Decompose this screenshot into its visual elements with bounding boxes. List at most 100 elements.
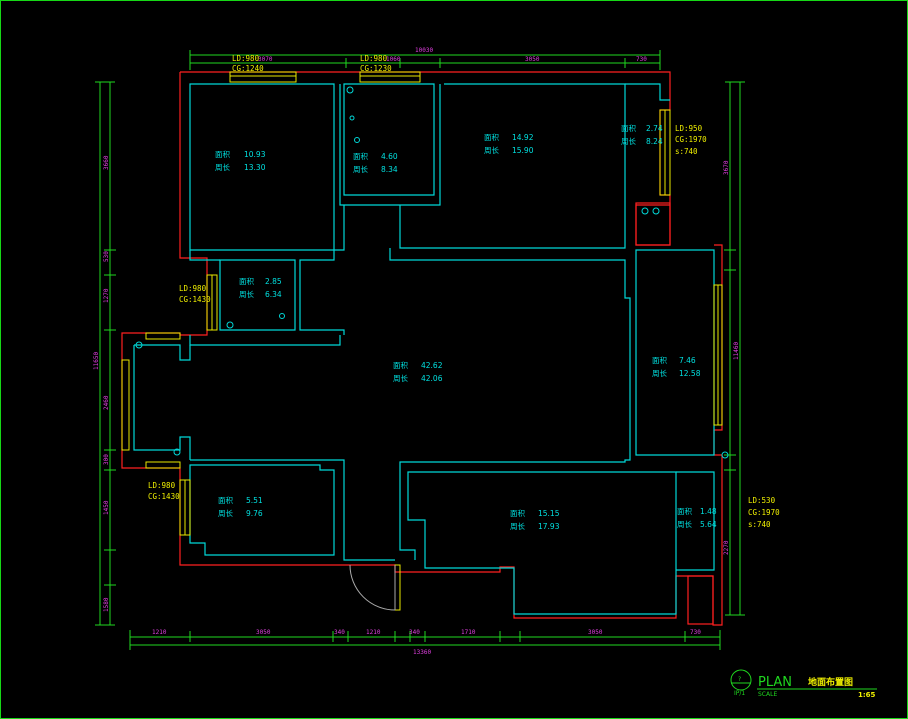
svg-text:17.93: 17.93 bbox=[538, 522, 560, 531]
svg-text:15.90: 15.90 bbox=[512, 146, 534, 155]
section-symbol-icon bbox=[730, 669, 752, 691]
dim-right-2: 11460 bbox=[733, 342, 740, 360]
svg-text:面积: 面积 bbox=[484, 132, 499, 142]
scale-word: SCALE bbox=[758, 691, 777, 698]
svg-text:4.60: 4.60 bbox=[381, 152, 398, 161]
svg-text:周长: 周长 bbox=[239, 289, 254, 299]
svg-text:周长: 周长 bbox=[218, 508, 233, 518]
svg-text:42.06: 42.06 bbox=[421, 374, 443, 383]
dim-bottom-total: 13360 bbox=[413, 649, 431, 656]
window-annotations: LD:980 CG:1240 LD:980 CG:1230 LD:950 CG:… bbox=[148, 54, 780, 529]
plan-name: 地面布置图 bbox=[808, 676, 853, 688]
outer-walls bbox=[121, 71, 723, 626]
svg-text:2.85: 2.85 bbox=[265, 277, 282, 286]
svg-text:周长: 周长 bbox=[652, 368, 667, 378]
svg-text:周长: 周长 bbox=[484, 145, 499, 155]
dim-top-4: 730 bbox=[636, 56, 647, 63]
svg-text:周长: 周长 bbox=[215, 162, 230, 172]
svg-text:12.58: 12.58 bbox=[679, 369, 701, 378]
dim-bottom-8: 730 bbox=[690, 629, 701, 636]
window-annotation-right-top: LD:950 CG:1970 s:740 bbox=[675, 124, 707, 156]
dim-right-3: 2270 bbox=[723, 540, 730, 555]
svg-text:LD:980: LD:980 bbox=[360, 54, 388, 63]
room-label-closet-ne: 面积 2.74 周长 8.24 bbox=[621, 123, 663, 146]
dimension-lines bbox=[95, 50, 745, 650]
svg-text:s:740: s:740 bbox=[675, 147, 698, 156]
svg-text:13.30: 13.30 bbox=[244, 163, 266, 172]
window-annotation-top-mid: LD:980 CG:1230 bbox=[360, 54, 392, 73]
svg-text:CG:1430: CG:1430 bbox=[179, 295, 211, 304]
room-label-bedroom-s: 面积 15.15 周长 17.93 bbox=[510, 508, 560, 531]
svg-text:面积: 面积 bbox=[510, 508, 525, 518]
svg-text:面积: 面积 bbox=[353, 151, 368, 161]
svg-text:CG:1970: CG:1970 bbox=[675, 135, 707, 144]
svg-text:1.48: 1.48 bbox=[700, 507, 717, 516]
room-label-living: 面积 42.62 周长 42.06 bbox=[393, 360, 443, 383]
svg-text:7.46: 7.46 bbox=[679, 356, 696, 365]
dim-left-4: 2460 bbox=[103, 395, 110, 410]
room-label-bath-w: 面积 2.85 周长 6.34 bbox=[239, 276, 282, 299]
svg-text:周长: 周长 bbox=[510, 521, 525, 531]
room-labels: 面积 10.93 周长 13.30 面积 4.60 周长 8.34 面积 14.… bbox=[215, 123, 717, 531]
svg-text:周长: 周长 bbox=[677, 519, 692, 529]
dim-left-1: 3660 bbox=[103, 155, 110, 170]
svg-text:10.93: 10.93 bbox=[244, 150, 266, 159]
dim-top-3: 3050 bbox=[525, 56, 540, 63]
dim-left-7: 1580 bbox=[103, 597, 110, 612]
svg-text:面积: 面积 bbox=[652, 355, 667, 365]
room-label-closet-se: 面积 1.48 周长 5.64 bbox=[677, 506, 717, 529]
svg-text:LD:530: LD:530 bbox=[748, 496, 776, 505]
svg-text:周长: 周长 bbox=[353, 164, 368, 174]
plan-title: PLAN bbox=[758, 675, 792, 690]
room-label-bath-n: 面积 4.60 周长 8.34 bbox=[353, 151, 398, 174]
inner-walls bbox=[133, 83, 715, 615]
svg-text:周长: 周长 bbox=[393, 373, 408, 383]
svg-text:LD:980: LD:980 bbox=[148, 481, 176, 490]
room-label-room-sw: 面积 5.51 周长 9.76 bbox=[218, 495, 263, 518]
room-label-room-e: 面积 7.46 周长 12.58 bbox=[652, 355, 701, 378]
svg-text:8.24: 8.24 bbox=[646, 137, 663, 146]
dim-bottom-6: 1710 bbox=[461, 629, 476, 636]
symbol-ref: IP/1 bbox=[734, 690, 745, 697]
dim-top-1: 3070 bbox=[258, 56, 273, 63]
window-annotation-bottom-left: LD:980 CG:1430 bbox=[148, 481, 180, 501]
svg-text:8.34: 8.34 bbox=[381, 165, 398, 174]
svg-text:LD:950: LD:950 bbox=[675, 124, 703, 133]
dim-bottom-3: 340 bbox=[334, 629, 345, 636]
windows bbox=[121, 71, 723, 611]
svg-text:5.51: 5.51 bbox=[246, 496, 263, 505]
dim-bottom-5: 340 bbox=[409, 629, 420, 636]
svg-text:LD:980: LD:980 bbox=[179, 284, 207, 293]
svg-text:面积: 面积 bbox=[677, 506, 692, 516]
svg-text:s:740: s:740 bbox=[748, 520, 771, 529]
svg-text:15.15: 15.15 bbox=[538, 509, 560, 518]
fixtures bbox=[135, 86, 729, 459]
svg-text:LD:980: LD:980 bbox=[232, 54, 260, 63]
dimension-text: 10030 3070 1060 3050 730 13360 1210 3050… bbox=[93, 47, 740, 656]
window-annotation-top-left: LD:980 CG:1240 bbox=[232, 54, 264, 73]
dim-left-3: 1270 bbox=[103, 288, 110, 303]
dim-left-5: 300 bbox=[103, 454, 110, 465]
svg-text:42.62: 42.62 bbox=[421, 361, 443, 370]
room-label-bedroom-nw: 面积 10.93 周长 13.30 bbox=[215, 149, 266, 172]
dim-bottom-4: 1210 bbox=[366, 629, 381, 636]
entry-door bbox=[349, 564, 396, 611]
dim-top-total: 10030 bbox=[415, 47, 433, 54]
svg-text:2.74: 2.74 bbox=[646, 124, 663, 133]
window-annotation-left: LD:980 CG:1430 bbox=[179, 284, 211, 304]
symbol-number: ? bbox=[738, 676, 741, 683]
dim-bottom-7: 3050 bbox=[588, 629, 603, 636]
dim-bottom-2: 3050 bbox=[256, 629, 271, 636]
svg-text:5.64: 5.64 bbox=[700, 520, 717, 529]
dim-left-2: 530 bbox=[103, 251, 110, 262]
dim-top-2: 1060 bbox=[386, 56, 401, 63]
svg-text:CG:1240: CG:1240 bbox=[232, 64, 264, 73]
svg-text:面积: 面积 bbox=[393, 360, 408, 370]
svg-text:面积: 面积 bbox=[621, 123, 636, 133]
room-label-bedroom-n: 面积 14.92 周长 15.90 bbox=[484, 132, 534, 155]
svg-text:CG:1230: CG:1230 bbox=[360, 64, 392, 73]
dim-left-total: 11650 bbox=[93, 352, 100, 370]
svg-text:CG:1970: CG:1970 bbox=[748, 508, 780, 517]
dim-bottom-1: 1210 bbox=[152, 629, 167, 636]
